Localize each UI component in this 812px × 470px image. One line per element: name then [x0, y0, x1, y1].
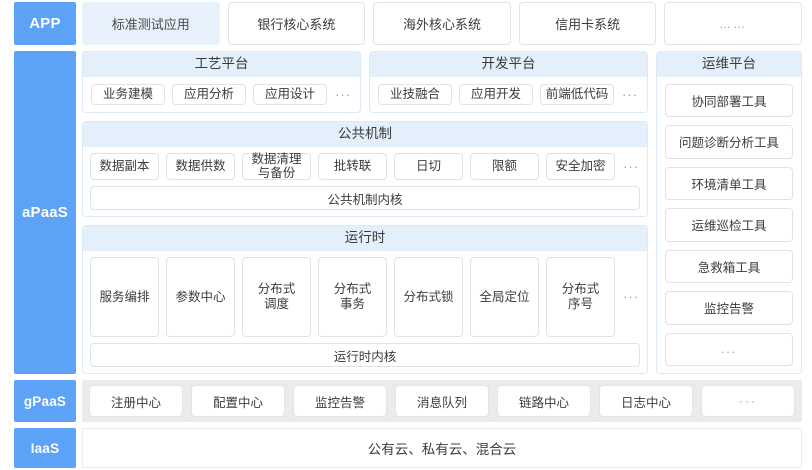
ops-item-collaborative-deploy-tool[interactable]: 协同部署工具: [665, 83, 793, 117]
layer-tag-app: APP: [14, 2, 76, 45]
chip-data-replica[interactable]: 数据副本: [90, 152, 159, 180]
card-body-runtime: 服务编排 参数中心 分布式 调度 分布式 事务 分布式锁 全局定位 分布式 序号…: [83, 251, 647, 374]
runtime-kernel[interactable]: 运行时内核: [90, 343, 640, 367]
apaas-main-column: 工艺平台 业务建模 应用分析 应用设计 ··· 开发平台: [82, 51, 648, 374]
app-item-bank-core[interactable]: 银行核心系统: [227, 2, 366, 45]
layer-tag-apaas: aPaaS: [14, 51, 76, 374]
ops-item-environment-inventory-tool[interactable]: 环境清单工具: [665, 166, 793, 200]
card-title-dev-platform: 开发平台: [370, 52, 647, 77]
chip-parameter-center[interactable]: 参数中心: [166, 256, 235, 337]
chip-day-cut[interactable]: 日切: [394, 152, 463, 180]
app-item-standard-test[interactable]: 标准测试应用: [82, 2, 220, 45]
gpaas-item-list: 注册中心 配置中心 监控告警 消息队列 链路中心 日志中心 ···: [82, 380, 802, 422]
common-mechanism-kernel[interactable]: 公共机制内核: [90, 186, 640, 210]
card-body-dev-platform: 业技融合 应用开发 前端低代码 ···: [370, 77, 647, 113]
chip-row-runtime: 服务编排 参数中心 分布式 调度 分布式 事务 分布式锁 全局定位 分布式 序号…: [90, 256, 640, 337]
app-item-credit-card[interactable]: 信用卡系统: [518, 2, 657, 45]
card-title-runtime: 运行时: [83, 226, 647, 251]
chip-batch-transfer[interactable]: 批转联: [318, 152, 387, 180]
chip-distributed-lock[interactable]: 分布式锁: [394, 256, 463, 337]
gpaas-item-trace-center[interactable]: 链路中心: [497, 385, 591, 417]
card-title-ops-platform: 运维平台: [657, 52, 801, 77]
app-item-list: 标准测试应用 银行核心系统 海外核心系统 信用卡系统 ……: [82, 2, 802, 45]
layer-app: APP 标准测试应用 银行核心系统 海外核心系统 信用卡系统 ……: [14, 2, 802, 45]
card-title-common-mechanism: 公共机制: [83, 122, 647, 147]
ops-item-monitoring-alert[interactable]: 监控告警: [665, 291, 793, 325]
chip-distributed-sequence[interactable]: 分布式 序号: [546, 256, 615, 337]
chip-row-craft-platform: 业务建模 应用分析 应用设计 ···: [91, 83, 352, 105]
apaas-body: 工艺平台 业务建模 应用分析 应用设计 ··· 开发平台: [82, 51, 802, 374]
chip-application-development[interactable]: 应用开发: [459, 83, 533, 105]
gpaas-item-log-center[interactable]: 日志中心: [599, 385, 693, 417]
chip-distributed-transaction[interactable]: 分布式 事务: [318, 256, 387, 337]
layer-iaas: IaaS 公有云、私有云、混合云: [14, 428, 802, 468]
chip-application-analysis[interactable]: 应用分析: [172, 83, 246, 105]
chip-data-supply[interactable]: 数据供数: [166, 152, 235, 180]
chip-business-modeling[interactable]: 业务建模: [91, 83, 165, 105]
layer-tag-iaas: IaaS: [14, 428, 76, 468]
card-runtime: 运行时 服务编排 参数中心 分布式 调度 分布式 事务 分布式锁 全局定位 分布…: [82, 225, 648, 374]
chip-more-craft-platform[interactable]: ···: [335, 86, 351, 102]
chip-service-orchestration[interactable]: 服务编排: [90, 256, 159, 337]
layer-apaas: aPaaS 工艺平台 业务建模 应用分析 应用设计 ···: [14, 51, 802, 374]
chip-row-common-mechanism: 数据副本 数据供数 数据清理 与备份 批转联 日切 限额 安全加密 ···: [90, 152, 640, 180]
gpaas-item-more[interactable]: ···: [701, 385, 795, 417]
chip-quota-limit[interactable]: 限额: [470, 152, 539, 180]
platform-card-group: 工艺平台 业务建模 应用分析 应用设计 ··· 开发平台: [82, 51, 648, 113]
layer-gpaas: gPaaS 注册中心 配置中心 监控告警 消息队列 链路中心 日志中心 ···: [14, 380, 802, 422]
chip-secure-encryption[interactable]: 安全加密: [546, 152, 615, 180]
iaas-content: 公有云、私有云、混合云: [82, 428, 802, 468]
chip-more-common-mechanism[interactable]: ···: [623, 158, 639, 174]
ops-item-inspection-tool[interactable]: 运维巡检工具: [665, 208, 793, 242]
card-body-craft-platform: 业务建模 应用分析 应用设计 ···: [83, 77, 360, 113]
app-item-overseas-core[interactable]: 海外核心系统: [373, 2, 511, 45]
gpaas-item-monitoring-alert[interactable]: 监控告警: [293, 385, 387, 417]
app-item-more[interactable]: ……: [664, 2, 802, 45]
chip-row-dev-platform: 业技融合 应用开发 前端低代码 ···: [378, 83, 639, 105]
chip-more-dev-platform[interactable]: ···: [622, 86, 638, 102]
card-ops-platform: 运维平台 协同部署工具 问题诊断分析工具 环境清单工具 运维巡检工具 急救箱工具…: [656, 51, 802, 374]
gpaas-item-config-center[interactable]: 配置中心: [191, 385, 285, 417]
gpaas-item-message-queue[interactable]: 消息队列: [395, 385, 489, 417]
chip-frontend-lowcode[interactable]: 前端低代码: [540, 83, 614, 105]
chip-distributed-scheduling[interactable]: 分布式 调度: [242, 256, 311, 337]
ops-item-more[interactable]: ...: [665, 332, 793, 366]
chip-global-positioning[interactable]: 全局定位: [470, 256, 539, 337]
chip-application-design[interactable]: 应用设计: [253, 83, 327, 105]
ops-item-problem-diagnosis-tool[interactable]: 问题诊断分析工具: [665, 125, 793, 159]
ops-item-first-aid-kit-tool[interactable]: 急救箱工具: [665, 249, 793, 283]
card-title-craft-platform: 工艺平台: [83, 52, 360, 77]
chip-business-tech-fusion[interactable]: 业技融合: [378, 83, 452, 105]
card-common-mechanism: 公共机制 数据副本 数据供数 数据清理 与备份 批转联 日切 限额 安全加密 ·…: [82, 121, 648, 217]
card-craft-platform: 工艺平台 业务建模 应用分析 应用设计 ···: [82, 51, 361, 113]
gpaas-item-registry-center[interactable]: 注册中心: [89, 385, 183, 417]
card-body-common-mechanism: 数据副本 数据供数 数据清理 与备份 批转联 日切 限额 安全加密 ··· 公共…: [83, 147, 647, 217]
chip-more-runtime[interactable]: ···: [623, 289, 639, 305]
chip-data-cleanup-backup[interactable]: 数据清理 与备份: [242, 152, 311, 180]
layer-tag-gpaas: gPaaS: [14, 380, 76, 422]
ops-item-list: 协同部署工具 问题诊断分析工具 环境清单工具 运维巡检工具 急救箱工具 监控告警…: [657, 77, 801, 374]
card-dev-platform: 开发平台 业技融合 应用开发 前端低代码 ···: [369, 51, 648, 113]
